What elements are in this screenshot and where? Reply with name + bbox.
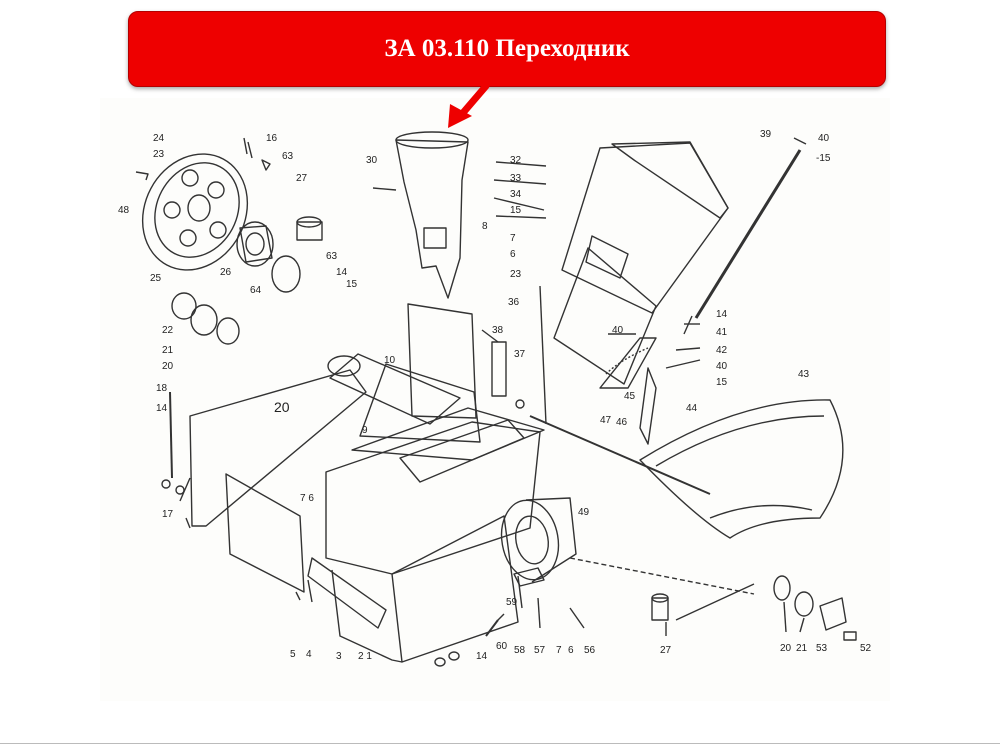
part-label: 15 xyxy=(346,279,358,290)
part-label: 53 xyxy=(816,643,828,654)
part-label: 14 xyxy=(156,403,168,414)
part-label: 5 xyxy=(290,649,296,660)
part-label: 40 xyxy=(716,361,728,372)
part-label: 56 xyxy=(584,645,596,656)
part-label: 15 xyxy=(510,205,522,216)
part-label: 30 xyxy=(366,155,378,166)
part-label: 40 xyxy=(612,325,624,336)
part-label: 23 xyxy=(153,149,165,160)
part-label: 39 xyxy=(760,129,772,140)
part-label: 7 xyxy=(510,233,516,244)
title-banner: ЗА 03.110 Переходник xyxy=(128,11,886,87)
part-label: 20 xyxy=(274,399,290,415)
exploded-parts-drawing: 24 23 16 63 48 27 25 26 64 63 14 15 22 2… xyxy=(100,98,890,701)
part-label: 60 xyxy=(496,641,508,652)
part-label: 37 xyxy=(514,349,526,360)
bottom-divider xyxy=(0,743,1000,744)
part-label: 20 xyxy=(162,361,174,372)
part-label: 47 xyxy=(600,415,612,426)
part-label: 14 xyxy=(476,651,488,662)
part-label: 14 xyxy=(716,309,728,320)
part-label: 8 xyxy=(482,221,488,232)
part-label: 7 xyxy=(556,645,562,656)
part-label: 7 6 xyxy=(300,493,314,504)
part-label: 34 xyxy=(510,189,522,200)
part-label: 58 xyxy=(514,645,526,656)
part-label: 52 xyxy=(860,643,872,654)
part-label: 4 xyxy=(306,649,312,660)
part-label: -15 xyxy=(816,153,831,164)
part-label: 25 xyxy=(150,273,162,284)
part-label: 45 xyxy=(624,391,636,402)
part-label: 36 xyxy=(508,297,520,308)
part-label: 41 xyxy=(716,327,728,338)
part-label: 6 xyxy=(568,645,574,656)
part-label: 33 xyxy=(510,173,522,184)
part-label: 2 1 xyxy=(358,651,372,662)
part-label: 42 xyxy=(716,345,728,356)
part-label: 44 xyxy=(686,403,698,414)
part-label: 15 xyxy=(716,377,728,388)
part-label: 14 xyxy=(336,267,348,278)
part-label: 63 xyxy=(326,251,338,262)
part-label: 18 xyxy=(156,383,168,394)
part-label: 24 xyxy=(153,133,165,144)
part-label: 17 xyxy=(162,509,174,520)
part-label: 38 xyxy=(492,325,504,336)
part-label: 6 xyxy=(510,249,516,260)
part-label: 64 xyxy=(250,285,262,296)
part-label: 10 xyxy=(384,355,396,366)
banner-title: ЗА 03.110 Переходник xyxy=(384,35,630,62)
part-label: 21 xyxy=(162,345,174,356)
parts-linework xyxy=(135,131,857,667)
part-label: 9 xyxy=(362,425,368,436)
part-label: 59 xyxy=(506,597,518,608)
part-label: 26 xyxy=(220,267,232,278)
part-label: 49 xyxy=(578,507,590,518)
part-label: 63 xyxy=(282,151,294,162)
part-label: 48 xyxy=(118,205,130,216)
part-label: 22 xyxy=(162,325,174,336)
part-label: 20 xyxy=(780,643,792,654)
part-label: 27 xyxy=(660,645,672,656)
part-label: 3 xyxy=(336,651,342,662)
part-label: 57 xyxy=(534,645,546,656)
part-label: 23 xyxy=(510,269,522,280)
part-label: 16 xyxy=(266,133,278,144)
part-label: 32 xyxy=(510,155,522,166)
part-label: 21 xyxy=(796,643,808,654)
part-label: 27 xyxy=(296,173,308,184)
part-label: 43 xyxy=(798,369,810,380)
part-label: 46 xyxy=(616,417,628,428)
part-label: 40 xyxy=(818,133,830,144)
